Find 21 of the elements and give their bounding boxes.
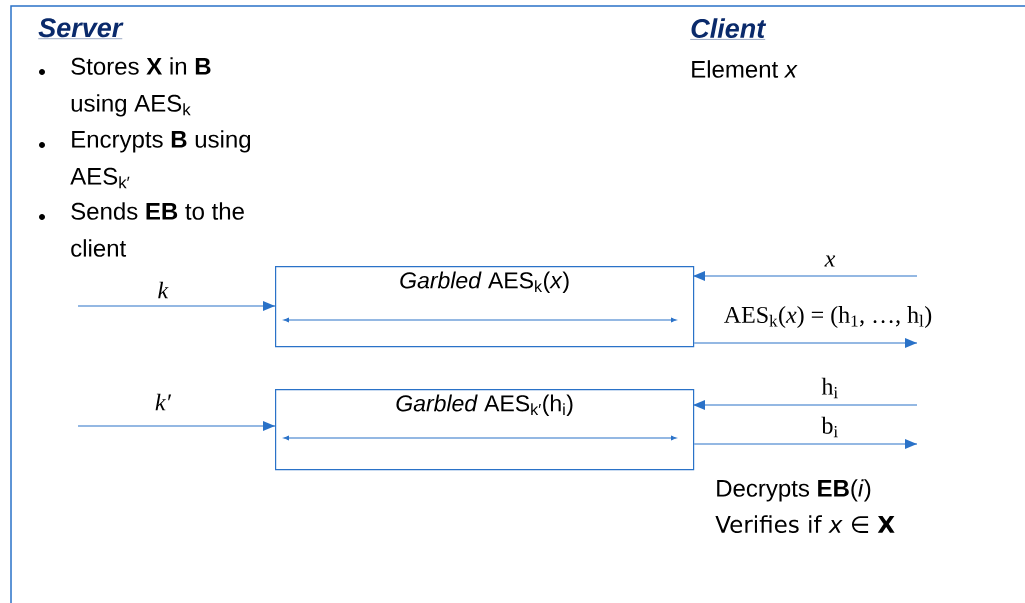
arrow (693, 439, 918, 449)
arrow (77, 421, 276, 431)
arrow (693, 271, 918, 281)
note-text: Element x (692, 60, 798, 78)
arrow (693, 338, 918, 348)
note-text: Decrypts EB(i) (717, 479, 871, 502)
process-box: Garbled AES$_{k′}$(h$_{i}$) (275, 389, 695, 471)
edge-label: AES$_{k}$(x) = (h$_{1}$, …, h$_{l}$) (722, 305, 934, 329)
note-text: Verifies if x ∈ X (715, 515, 895, 533)
bullet-text: Stores X in B using AES$_{k}$ (71, 57, 211, 117)
heading: Client (690, 18, 767, 40)
edge-label: x (823, 254, 837, 268)
edge-label: k (156, 280, 170, 300)
arrow (693, 400, 918, 410)
heading: Server (38, 18, 124, 39)
bullet-text: Encrypts B using AES$_{k′}$ (70, 130, 251, 189)
arrow (77, 301, 276, 311)
edge-label: h$_{i}$ (820, 376, 840, 400)
edge-label: b$_{i}$ (820, 415, 840, 439)
process-box: Garbled AES$_{k}$(x) (275, 266, 695, 348)
edge-label: k′ (153, 392, 173, 412)
